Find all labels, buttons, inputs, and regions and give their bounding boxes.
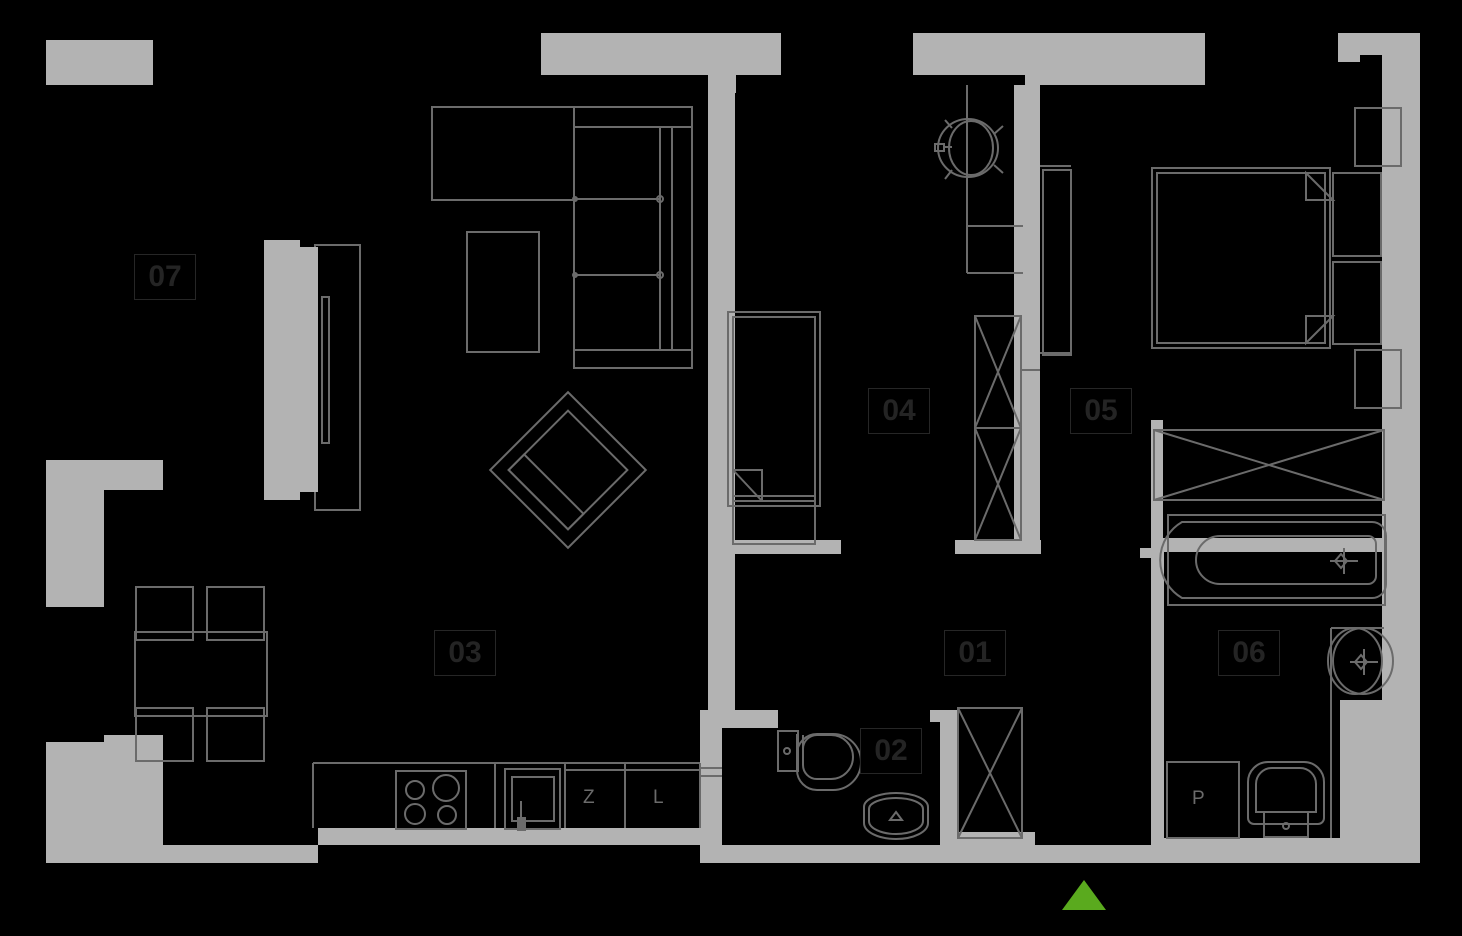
nightstands: [1354, 107, 1402, 409]
washbasin-bathroom: [1327, 627, 1394, 838]
wall-bedroom04-bottom-2: [955, 540, 1041, 554]
wall-wc-right: [940, 710, 958, 845]
wall-bedroom05-bottom: [1151, 538, 1383, 552]
room-label-03[interactable]: 03: [434, 630, 496, 676]
wall-bathroom-bottom: [1151, 710, 1382, 863]
bathtub: [1159, 514, 1387, 606]
pillows: [1332, 172, 1382, 345]
wall-bathroom-left-lower: [1151, 710, 1164, 862]
wall-hall-bottom: [700, 845, 1163, 863]
wardrobe-bedroom04: [974, 315, 1022, 541]
toilet-bathroom: [1247, 761, 1325, 838]
walls-group: [46, 33, 1420, 863]
bathroom-cabinet: [1153, 429, 1385, 501]
wall-left-lower-and-bottom: [46, 735, 318, 863]
wall-bedroom05-left: [1151, 420, 1163, 550]
wall-bottom-kitchen: [318, 828, 700, 845]
washing-machine: [1166, 761, 1240, 839]
wall-living-bedroom04: [708, 85, 735, 710]
fridge-label: L: [653, 787, 664, 808]
room-label-04[interactable]: 04: [868, 388, 930, 434]
balcony-partition: [264, 240, 318, 500]
wall-top-living: [541, 33, 781, 85]
cooktop: [395, 770, 467, 830]
dining-table: [134, 631, 268, 717]
room-label-02[interactable]: 02: [860, 728, 922, 774]
wall-wc-right-tab: [930, 710, 942, 722]
coffee-table: [466, 231, 540, 353]
sectional-sofa: [431, 106, 693, 369]
toilet-wc: [777, 730, 862, 791]
wall-hall-vertical: [700, 710, 722, 845]
furniture-group: [134, 85, 1402, 840]
washbasin-wc: [863, 792, 929, 840]
wall-bedroom04-hall: [1014, 85, 1040, 553]
dining-chair: [135, 631, 194, 641]
wall-bathroom-door-jamb: [1140, 548, 1152, 558]
dining-chair: [206, 631, 265, 641]
kitchen-counter: [312, 762, 701, 828]
double-bed: [1151, 167, 1336, 349]
desk: [966, 85, 1023, 274]
room-label-01[interactable]: 01: [944, 630, 1006, 676]
door-markers: [700, 165, 1071, 777]
wall-bathroom-left: [1151, 538, 1164, 710]
armchair: [488, 390, 648, 550]
room-label-07[interactable]: 07: [134, 254, 196, 300]
dining-chair: [206, 707, 265, 717]
wardrobe-bedroom05: [1042, 169, 1072, 356]
wall-top-bedroom-right-tab: [1178, 33, 1205, 85]
office-chair: [934, 118, 1004, 180]
room-label-06[interactable]: 06: [1218, 630, 1280, 676]
wardrobe-hall: [957, 707, 1023, 839]
wall-right-outer: [1382, 33, 1420, 863]
wall-top-bedroom: [913, 33, 1205, 85]
dishwasher-label: Z: [583, 787, 595, 808]
dining-chair: [135, 707, 194, 717]
nightstand: [1354, 349, 1402, 409]
single-bed: [727, 311, 821, 545]
tv-media-unit: [314, 244, 361, 511]
wall-left-upper-fill: [46, 460, 104, 607]
entrance-arrow-icon: [1062, 880, 1106, 910]
wall-bedroom04-bottom: [708, 540, 841, 554]
dining-chairs: [135, 586, 265, 762]
wall-bathroom-right-inner: [1340, 700, 1382, 714]
room-label-05[interactable]: 05: [1070, 388, 1132, 434]
washing-machine-label: P: [1192, 788, 1205, 809]
nightstand: [1354, 107, 1402, 167]
wall-balcony-top: [46, 40, 153, 85]
kitchen-sink: [504, 768, 561, 831]
